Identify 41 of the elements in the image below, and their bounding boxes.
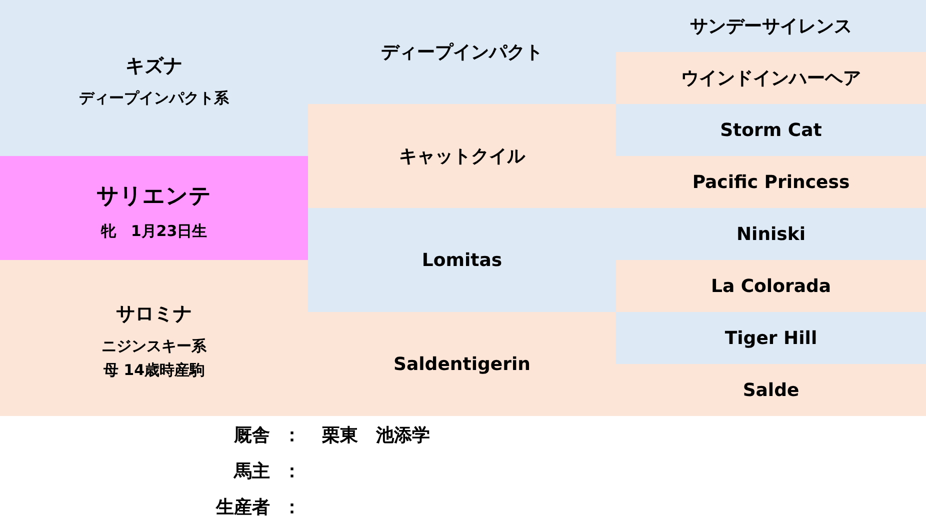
pedigree-cell bbox=[0, 156, 308, 260]
horse-name: Tiger Hill bbox=[724, 326, 818, 350]
horse-name: ウインドインハーヘア bbox=[681, 66, 861, 90]
pedigree-cell bbox=[616, 0, 926, 52]
pedigree-cell bbox=[616, 364, 926, 416]
pedigree-cell bbox=[616, 156, 926, 208]
horse-name: Saldentigerin bbox=[394, 352, 530, 376]
pedigree-cell bbox=[0, 0, 308, 156]
pedigree-cell bbox=[616, 52, 926, 104]
horse-name: サンデーサイレンス bbox=[690, 14, 852, 38]
info-label: 馬主 bbox=[234, 460, 270, 484]
horse-note: 母 14歳時産駒 bbox=[103, 360, 205, 380]
pedigree-cell bbox=[616, 104, 926, 156]
pedigree-cell bbox=[616, 312, 926, 364]
pedigree-cell bbox=[0, 260, 308, 416]
info-value: 栗東 池添学 bbox=[321, 424, 431, 448]
horse-note: 牝 1月23日生 bbox=[100, 220, 208, 240]
pedigree-cell bbox=[308, 312, 616, 416]
horse-name: Lomitas bbox=[422, 248, 502, 272]
horse-name: キャットクイル bbox=[399, 144, 525, 168]
horse-name: サリエンテ bbox=[96, 182, 212, 210]
horse-name: サロミナ bbox=[116, 302, 192, 327]
horse-name: Storm Cat bbox=[720, 118, 822, 142]
horse-name: Niniski bbox=[736, 222, 806, 246]
pedigree-cell bbox=[308, 0, 616, 104]
pedigree-cell bbox=[616, 208, 926, 260]
colon: ： bbox=[283, 460, 301, 484]
horse-name: ディープインパクト bbox=[381, 40, 543, 64]
horse-name: Pacific Princess bbox=[692, 170, 850, 194]
pedigree-cell bbox=[616, 260, 926, 312]
colon: ： bbox=[283, 424, 301, 448]
info-label: 厩舎 bbox=[234, 424, 270, 448]
pedigree-cell bbox=[308, 104, 616, 208]
horse-name: キズナ bbox=[126, 54, 182, 79]
horse-note: ニジンスキー系 bbox=[102, 336, 206, 356]
horse-name: La Colorada bbox=[710, 274, 832, 298]
colon: ： bbox=[283, 496, 301, 520]
horse-name: Salde bbox=[742, 378, 800, 402]
pedigree-cell bbox=[308, 208, 616, 312]
horse-note: ディープインパクト系 bbox=[79, 88, 229, 108]
info-label: 生産者 bbox=[216, 496, 270, 520]
